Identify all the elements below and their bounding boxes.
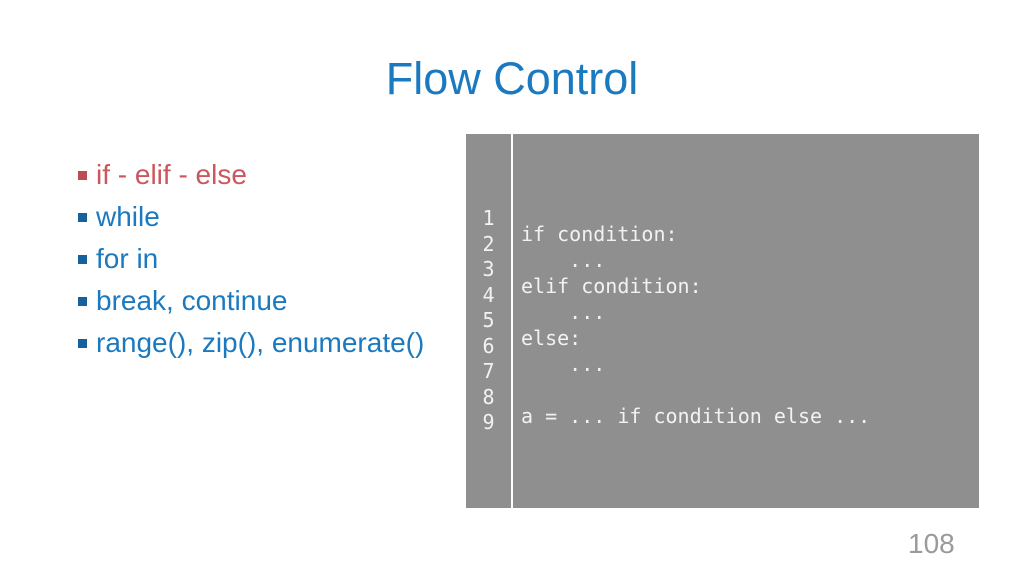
code-line: ... [521,352,606,376]
bullet-label: while [96,201,160,232]
bullet-square-icon [78,338,87,348]
page-number: 108 [908,528,955,559]
code-line-numbers: 1 2 3 4 5 6 7 8 9 [466,134,513,508]
line-number: 3 [482,257,495,281]
bullet-label: if - elif - else [96,159,247,190]
line-number: 5 [482,308,495,332]
bullet-item-for-in: for in [78,238,424,280]
line-number: 1 [482,206,495,230]
bullet-label: break, continue [96,285,288,316]
bullet-label: for in [96,243,159,274]
bullet-item-if-elif-else: if - elif - else [78,154,424,196]
code-panel: 1 2 3 4 5 6 7 8 9 if condition: ... elif… [466,134,979,508]
line-number: 4 [482,282,495,307]
code-line [521,377,979,403]
code-line: a = ... if condition else ... [521,404,871,428]
code-content: if condition: ... elif condition: ... el… [513,134,979,508]
line-number: 8 [482,384,495,409]
code-line: if condition: [521,222,678,246]
bullet-square-icon [78,170,87,180]
slide-title: Flow Control [385,53,639,104]
line-number: 2 [482,231,495,256]
bullet-label: range(), zip(), enumerate() [96,327,425,358]
bullet-square-icon [78,254,87,264]
line-number: 6 [482,333,495,358]
code-line: ... [521,248,606,272]
bullet-list: if - elif - else while for in break, con… [78,154,424,364]
bullet-item-break-continue: break, continue [78,280,424,322]
code-line: else: [521,326,582,350]
bullet-item-range-zip-enumerate: range(), zip(), enumerate() [78,322,424,364]
code-line: elif condition: [521,274,702,298]
bullet-square-icon [78,296,87,306]
bullet-item-while: while [78,196,424,238]
bullet-square-icon [78,212,87,222]
line-number: 9 [482,410,495,434]
line-number: 7 [482,359,495,383]
code-line: ... [521,300,606,324]
